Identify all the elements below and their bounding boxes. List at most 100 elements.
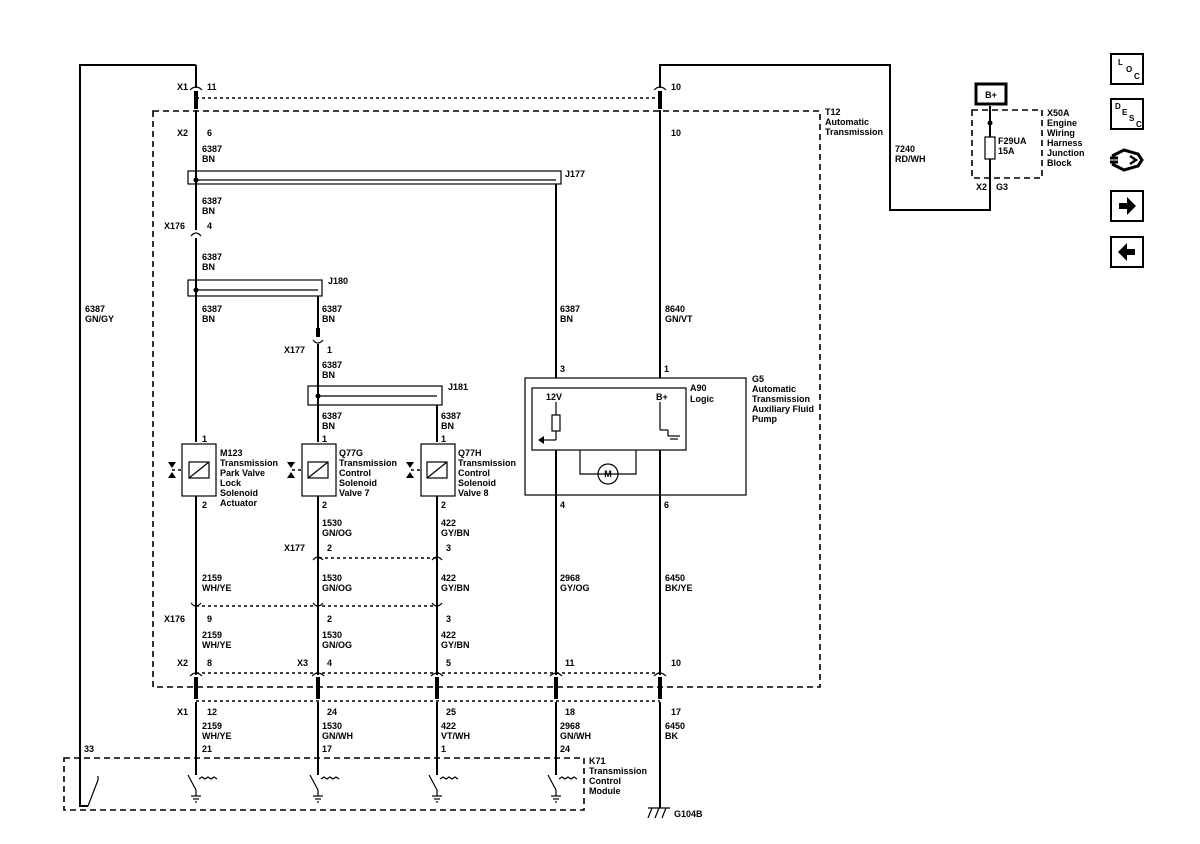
location-icon[interactable]: L O C: [1110, 53, 1144, 85]
fuse-block-name-0: X50A: [1047, 108, 1070, 118]
pump-pin-4: 4: [560, 500, 565, 510]
pin-x1-10: 10: [671, 82, 681, 92]
pump-pin-6: 6: [664, 500, 669, 510]
module-boundary: [63, 757, 585, 811]
pin-x177-2: 2: [327, 543, 332, 553]
pump-name-4: Pump: [752, 414, 778, 424]
wire-label: 6387: [441, 411, 461, 421]
connector-x177-top: [312, 328, 324, 344]
wire-color: BN: [202, 154, 215, 164]
wire-color: BN: [202, 206, 215, 216]
connector-x1-top-left: [189, 86, 203, 109]
pin-x176-4: 4: [207, 221, 212, 231]
q77h-name-1: Transmission: [458, 458, 516, 468]
q77h-name-3: Solenoid: [458, 478, 496, 488]
conn-x176-mid-label: X176: [164, 614, 185, 624]
k71-name-1: Transmission: [589, 766, 647, 776]
connector-view-icon[interactable]: [1108, 142, 1146, 180]
t12-id: T12: [825, 107, 841, 117]
wire-color: GN/VT: [665, 314, 693, 324]
q77h-pin-2: 2: [441, 500, 446, 510]
wire-label: 6387: [202, 144, 222, 154]
wire-label: 422: [441, 721, 456, 731]
wire-label: 6387: [560, 304, 580, 314]
pin-x1-18: 18: [565, 707, 575, 717]
desc-letter-s: S: [1129, 114, 1135, 123]
q77h-name-2: Control: [458, 468, 490, 478]
pin-x176-3: 3: [446, 614, 451, 624]
wire-color: GN/WH: [560, 731, 591, 741]
q77g-pin-2: 2: [322, 500, 327, 510]
k71-pin-1: 1: [441, 744, 446, 754]
wire-label: 6387: [85, 304, 105, 314]
k71-pin-24: 24: [560, 744, 570, 754]
wire-color: GN/OG: [322, 583, 352, 593]
splice-j177-label: J177: [565, 169, 585, 179]
solenoid-q77g: [287, 443, 337, 497]
wire-label: 422: [441, 573, 456, 583]
bplus-label: B+: [985, 90, 997, 100]
fuse-block-g3: G3: [996, 182, 1008, 192]
pump-bplus-label: B+: [656, 392, 668, 402]
conn-x1-top-label: X1: [177, 82, 188, 92]
pin-x3-4: 4: [327, 658, 332, 668]
pin-x2-10: 10: [671, 128, 681, 138]
wire-label: 1530: [322, 573, 342, 583]
wire-color: BN: [322, 314, 335, 324]
m123-name-5: Actuator: [220, 498, 257, 508]
k71-pin-21: 21: [202, 744, 212, 754]
pin-x177-3: 3: [446, 543, 451, 553]
fuse-block-name-3: Harness: [1047, 138, 1083, 148]
pin-x3-5: 5: [446, 658, 451, 668]
pin-x1-12: 12: [207, 707, 217, 717]
wire-label: 1530: [322, 721, 342, 731]
q77h-id: Q77H: [458, 448, 482, 458]
wire-color: BN: [441, 421, 454, 431]
connector-x176-mid: [190, 602, 443, 607]
k71-id: K71: [589, 756, 606, 766]
wire-label: 1530: [322, 518, 342, 528]
splice-j180-label: J180: [328, 276, 348, 286]
t12-name-1: Automatic: [825, 117, 869, 127]
q77g-pin-1: 1: [322, 434, 327, 444]
splice-j177-dot: [193, 177, 199, 183]
next-page-icon[interactable]: [1110, 190, 1144, 222]
desc-letter-c: C: [1136, 120, 1142, 129]
wire-color: GY/BN: [441, 640, 470, 650]
bplus-box: [974, 82, 1008, 106]
q77h-name-4: Valve 8: [458, 488, 489, 498]
q77g-id: Q77G: [339, 448, 363, 458]
pump-g5: [524, 377, 747, 496]
wire-label: 2159: [202, 630, 222, 640]
loc-letter-o: O: [1126, 65, 1133, 74]
wire-color: GN/GY: [85, 314, 114, 324]
m123-name-4: Solenoid: [220, 488, 258, 498]
q77g-name-2: Control: [339, 468, 371, 478]
conn-x176-top-label: X176: [164, 221, 185, 231]
loc-letter-l: L: [1118, 58, 1123, 67]
wire-color: GN/OG: [322, 528, 352, 538]
q77g-name-3: Solenoid: [339, 478, 377, 488]
wire-label: 1530: [322, 630, 342, 640]
pin-x1-11: 11: [207, 82, 217, 92]
wire-color: BN: [202, 314, 215, 324]
q77g-name-4: Valve 7: [339, 488, 370, 498]
description-icon[interactable]: D E S C: [1110, 98, 1144, 130]
fuse-block-name-5: Block: [1047, 158, 1073, 168]
pin-x2-6: 6: [207, 128, 212, 138]
previous-page-icon[interactable]: [1110, 236, 1144, 268]
wire-color: BN: [322, 421, 335, 431]
pump-logic-id: A90: [690, 383, 707, 393]
q77g-name-1: Transmission: [339, 458, 397, 468]
pump-name-1: Automatic: [752, 384, 796, 394]
wire-color: GN/WH: [322, 731, 353, 741]
splice-j180: [187, 279, 323, 297]
m123-name-3: Lock: [220, 478, 242, 488]
transmission-boundary: [152, 110, 821, 688]
wire-label: 422: [441, 518, 456, 528]
wire-color: GY/BN: [441, 583, 470, 593]
pin-x176-9: 9: [207, 614, 212, 624]
desc-letter-d: D: [1115, 102, 1121, 111]
wire-color: BK/YE: [665, 583, 693, 593]
